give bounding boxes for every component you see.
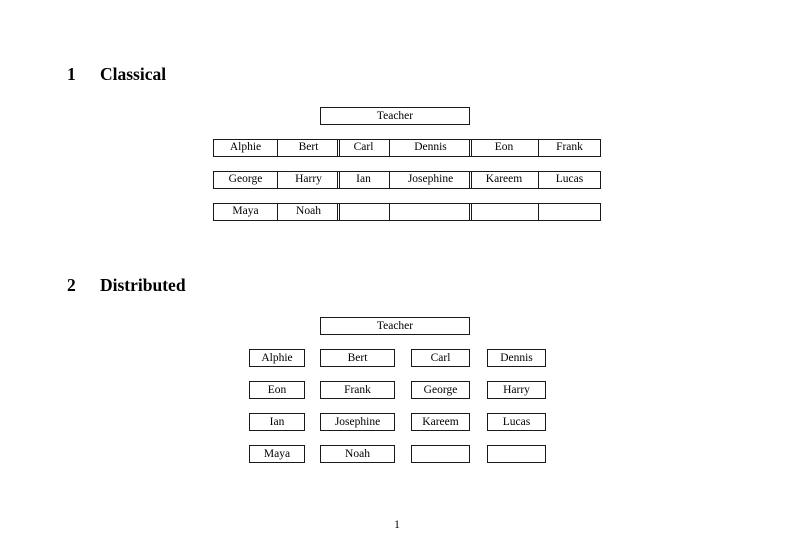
table-row: George Harry	[213, 171, 340, 189]
student-table-middle-row2: Ian Josephine	[337, 171, 472, 189]
student-cell: Carl	[337, 139, 390, 157]
student-box: Carl	[411, 349, 470, 367]
teacher-box-distributed: Teacher	[320, 317, 470, 335]
table-row: Kareem Lucas	[469, 171, 601, 189]
student-cell: Josephine	[389, 171, 472, 189]
student-cell-empty	[469, 203, 539, 221]
student-box: Josephine	[320, 413, 395, 431]
section-title: Classical	[100, 64, 167, 84]
table-row: Eon Frank	[469, 139, 601, 157]
section-heading-distributed: 2 Distributed	[67, 275, 186, 295]
table-row: Maya Noah	[213, 203, 340, 221]
student-box: Ian	[249, 413, 305, 431]
student-table-left-row1: Alphie Bert	[213, 139, 340, 157]
student-box: Bert	[320, 349, 395, 367]
student-cell: Harry	[277, 171, 340, 189]
student-box-empty	[411, 445, 470, 463]
student-box: George	[411, 381, 470, 399]
student-cell: Maya	[213, 203, 278, 221]
student-cell: Alphie	[213, 139, 278, 157]
student-table-right-row1: Eon Frank	[469, 139, 601, 157]
student-box-empty	[487, 445, 546, 463]
section-number: 2	[67, 275, 76, 295]
student-cell: Lucas	[538, 171, 601, 189]
student-box: Lucas	[487, 413, 546, 431]
student-cell: Ian	[337, 171, 390, 189]
student-box: Frank	[320, 381, 395, 399]
student-box: Maya	[249, 445, 305, 463]
page-number: 1	[394, 519, 400, 531]
student-cell: Dennis	[389, 139, 472, 157]
student-box: Noah	[320, 445, 395, 463]
section-number: 1	[67, 64, 76, 84]
section-heading-classical: 1 Classical	[67, 64, 167, 84]
student-table-right-row3	[469, 203, 601, 221]
student-cell-empty	[538, 203, 601, 221]
table-row	[469, 203, 601, 221]
student-box: Alphie	[249, 349, 305, 367]
student-table-left-row2: George Harry	[213, 171, 340, 189]
student-table-middle-row3	[337, 203, 472, 221]
student-box: Harry	[487, 381, 546, 399]
student-cell: George	[213, 171, 278, 189]
table-row	[337, 203, 472, 221]
student-table-right-row2: Kareem Lucas	[469, 171, 601, 189]
teacher-box-classical: Teacher	[320, 107, 470, 125]
student-box: Eon	[249, 381, 305, 399]
student-cell: Frank	[538, 139, 601, 157]
table-row: Alphie Bert	[213, 139, 340, 157]
student-table-middle-row1: Carl Dennis	[337, 139, 472, 157]
student-cell: Noah	[277, 203, 340, 221]
section-title: Distributed	[100, 275, 186, 295]
student-cell-empty	[389, 203, 472, 221]
student-cell: Kareem	[469, 171, 539, 189]
student-box: Kareem	[411, 413, 470, 431]
student-cell: Eon	[469, 139, 539, 157]
table-row: Ian Josephine	[337, 171, 472, 189]
student-cell: Bert	[277, 139, 340, 157]
student-table-left-row3: Maya Noah	[213, 203, 340, 221]
table-row: Carl Dennis	[337, 139, 472, 157]
student-cell-empty	[337, 203, 390, 221]
student-box: Dennis	[487, 349, 546, 367]
